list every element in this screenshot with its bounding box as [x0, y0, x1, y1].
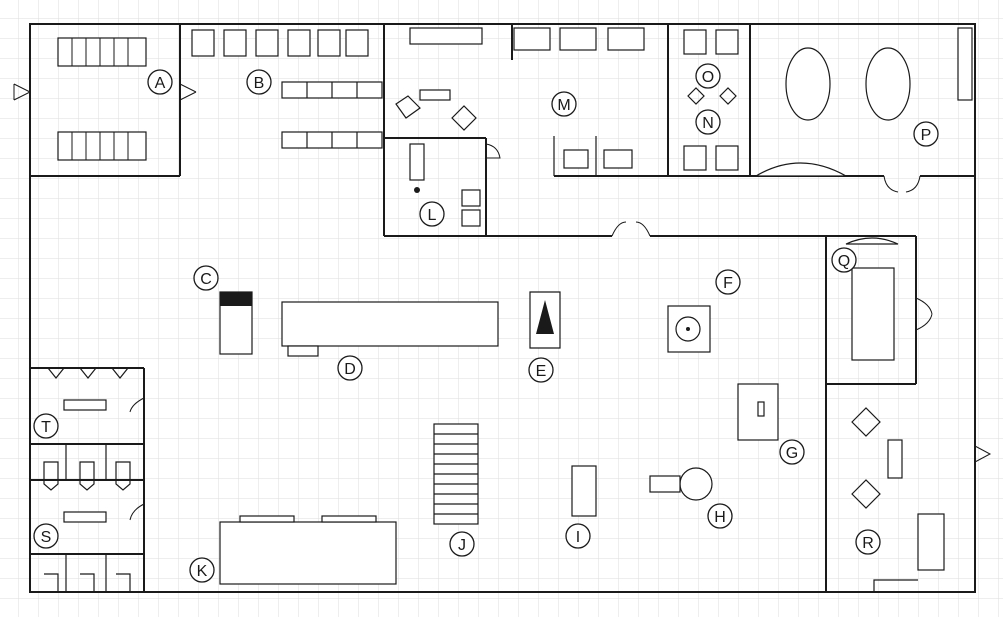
room-m-desks	[409, 27, 645, 176]
room-no-cubicles	[683, 29, 739, 171]
label-e[interactable]: E	[528, 357, 554, 383]
svg-text:A: A	[155, 75, 166, 92]
rooms-ts-fixtures	[43, 367, 131, 592]
item-h-equipment	[649, 467, 713, 501]
svg-text:F: F	[723, 275, 733, 292]
svg-text:C: C	[200, 271, 212, 288]
label-i[interactable]: I	[565, 523, 591, 549]
svg-text:K: K	[197, 563, 208, 580]
label-h[interactable]: H	[707, 503, 733, 529]
room-r-furniture	[851, 407, 945, 592]
svg-text:H: H	[714, 509, 726, 526]
label-m[interactable]: M	[551, 91, 577, 117]
item-j-stairs	[433, 423, 479, 525]
labels: A B C D E F G H I J K L M N O P Q R S T	[33, 63, 939, 583]
label-g[interactable]: G	[779, 439, 805, 465]
svg-text:D: D	[344, 361, 356, 378]
room-a-racks	[57, 37, 147, 161]
label-t[interactable]: T	[33, 413, 59, 439]
label-j[interactable]: J	[449, 531, 475, 557]
label-l[interactable]: L	[419, 201, 445, 227]
item-d-counter	[281, 301, 499, 357]
svg-text:P: P	[921, 127, 932, 144]
room-b-lockers	[191, 29, 383, 149]
interior-walls	[30, 24, 975, 592]
label-n[interactable]: N	[695, 109, 721, 135]
item-e-station	[529, 291, 561, 349]
label-d[interactable]: D	[337, 355, 363, 381]
label-s[interactable]: S	[33, 523, 59, 549]
item-k-table	[219, 515, 397, 585]
svg-text:O: O	[702, 69, 714, 86]
svg-text:B: B	[254, 75, 265, 92]
doors	[13, 83, 992, 521]
item-g-equipment	[737, 383, 779, 441]
item-i-equipment	[571, 465, 597, 517]
label-c[interactable]: C	[193, 265, 219, 291]
label-a[interactable]: A	[147, 69, 173, 95]
label-b[interactable]: B	[246, 69, 272, 95]
svg-text:N: N	[702, 115, 714, 132]
svg-text:E: E	[536, 363, 547, 380]
label-o[interactable]: O	[695, 63, 721, 89]
svg-text:Q: Q	[838, 253, 850, 270]
outer-walls	[29, 23, 976, 593]
room-l-office	[395, 89, 481, 227]
room-q-table	[845, 237, 899, 361]
svg-text:R: R	[862, 535, 874, 552]
room-p-tables	[753, 27, 973, 177]
label-r[interactable]: R	[855, 529, 881, 555]
label-k[interactable]: K	[189, 557, 215, 583]
svg-text:T: T	[41, 419, 51, 436]
label-q[interactable]: Q	[831, 247, 857, 273]
label-p[interactable]: P	[913, 121, 939, 147]
svg-text:L: L	[428, 207, 437, 224]
svg-text:G: G	[786, 445, 798, 462]
label-f[interactable]: F	[715, 269, 741, 295]
svg-text:J: J	[458, 537, 466, 554]
svg-text:S: S	[41, 529, 52, 546]
svg-text:I: I	[576, 529, 580, 546]
svg-text:M: M	[557, 97, 570, 114]
item-f-equipment	[667, 305, 711, 353]
item-c-machine	[219, 291, 253, 355]
